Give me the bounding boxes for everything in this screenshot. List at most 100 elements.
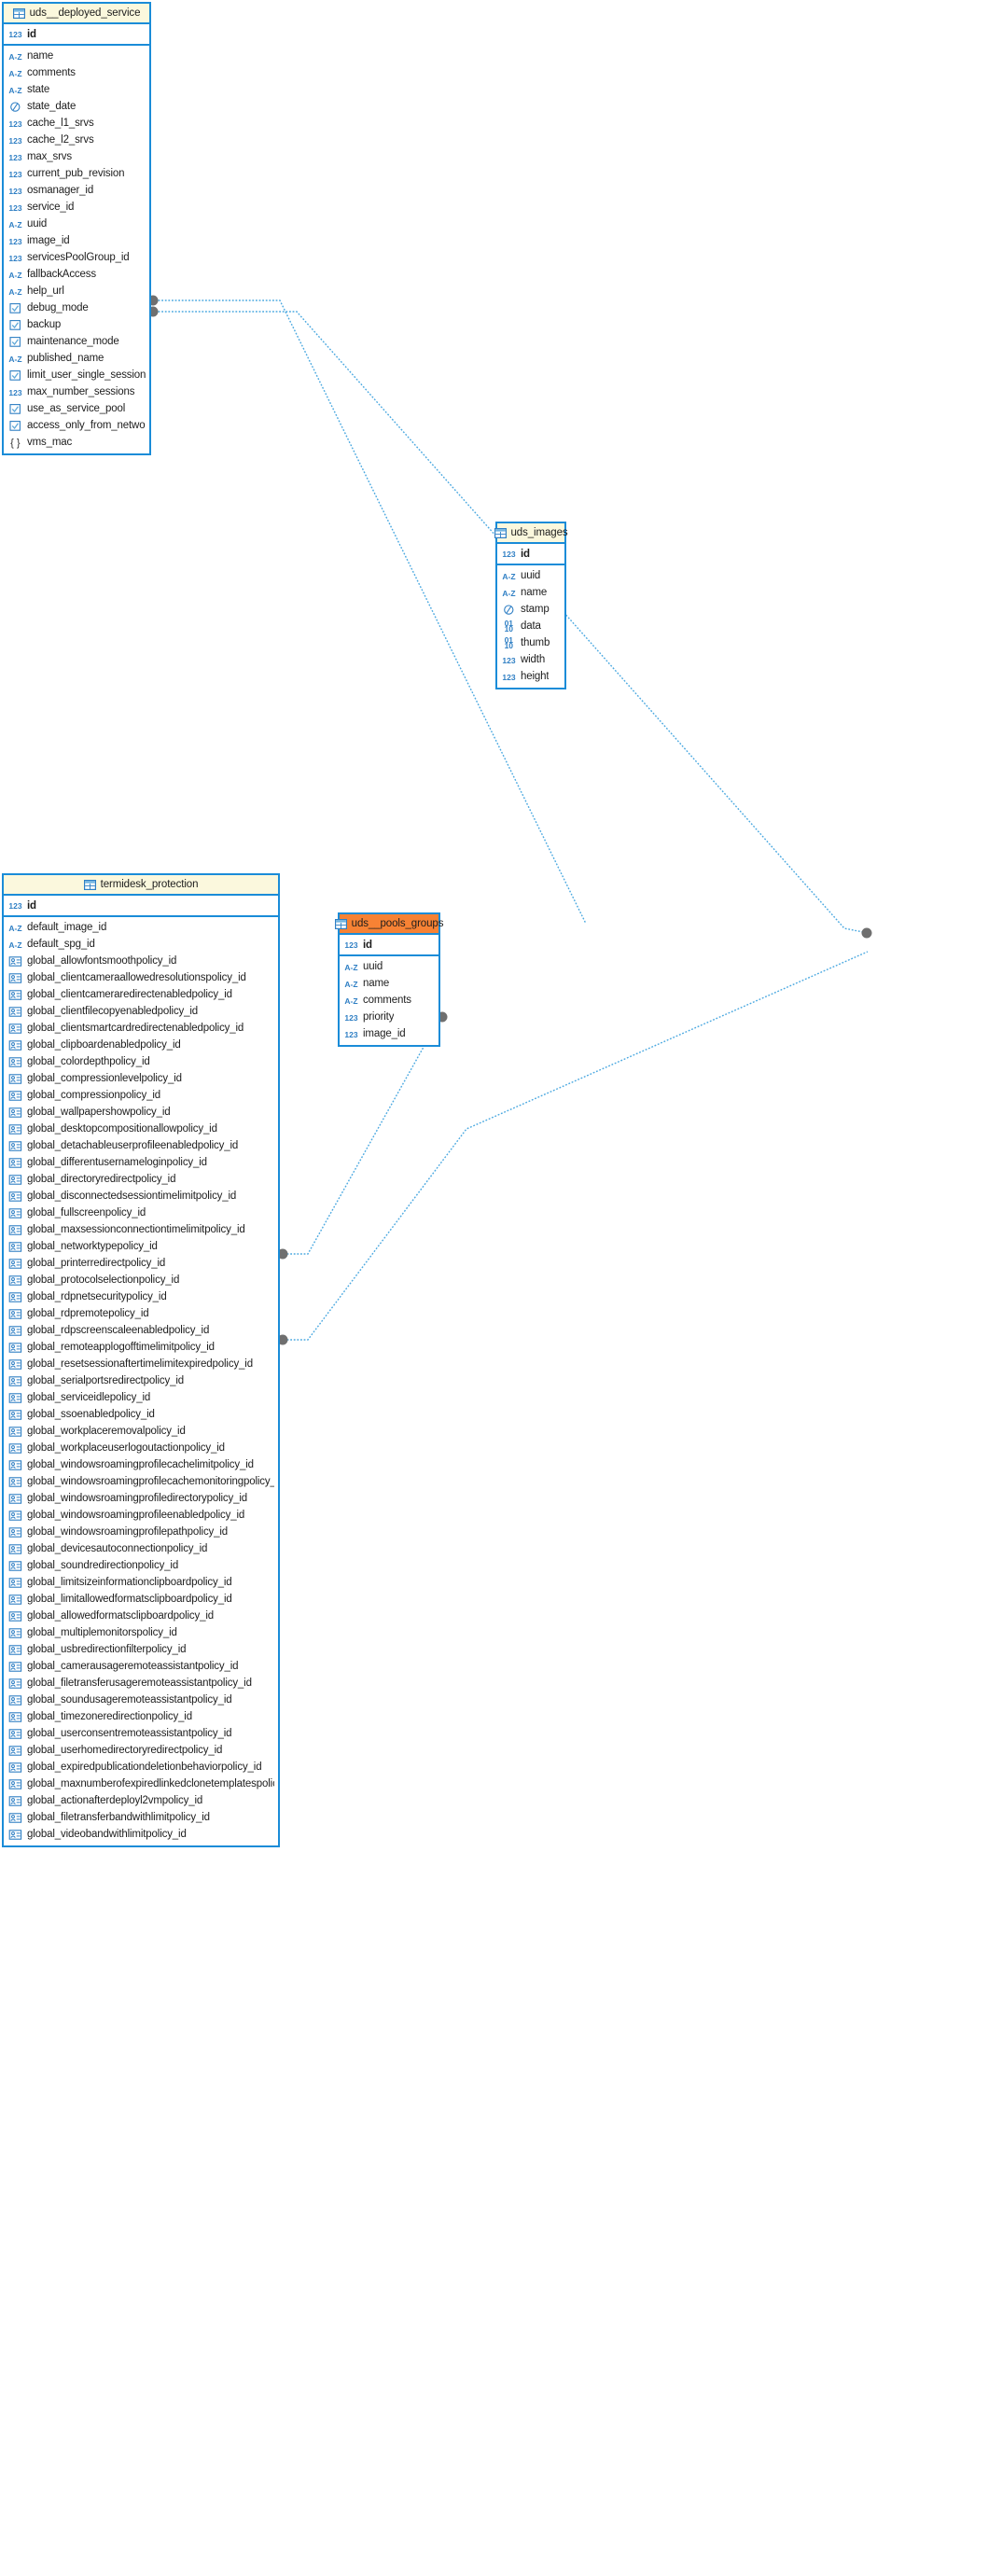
attribute-row[interactable]: global_remoteapplogofftimelimitpolicy_id [4,1339,278,1356]
attribute-row[interactable]: global_detachableuserprofileenabledpolic… [4,1137,278,1154]
attribute-row[interactable]: global_clientcameraredirectenabledpolicy… [4,986,278,1003]
entity-header[interactable]: uds_images [494,523,568,544]
attribute-row[interactable]: state_date [4,98,149,115]
attribute-row[interactable]: global_networktypepolicy_id [4,1238,278,1255]
attribute-row[interactable]: global_compressionpolicy_id [4,1087,278,1104]
attribute-row[interactable]: limit_user_single_session [4,367,149,383]
attribute-row[interactable]: debug_mode [4,299,149,316]
attribute-row[interactable]: global_printerredirectpolicy_id [4,1255,278,1272]
attribute-row[interactable]: global_multiplemonitorspolicy_id [4,1624,278,1641]
attribute-row[interactable]: global_timezoneredirectionpolicy_id [4,1708,278,1725]
entity-header[interactable]: termidesk_protection [4,875,278,896]
attribute-row[interactable]: global_filetransferbandwithlimitpolicy_i… [4,1809,278,1826]
attribute-row[interactable]: access_only_from_networks [4,417,149,434]
attribute-row[interactable]: maintenance_mode [4,333,149,350]
attribute-row[interactable]: global_allowedformatsclipboardpolicy_id [4,1608,278,1624]
attribute-row[interactable]: global_windowsroamingprofiledirectorypol… [4,1490,278,1507]
attribute-row[interactable]: global_videobandwithlimitpolicy_id [4,1826,278,1843]
attribute-row[interactable]: global_clientcameraallowedresolutionspol… [4,969,278,986]
attribute-row[interactable]: global_wallpapershowpolicy_id [4,1104,278,1121]
attribute-row[interactable]: global_usbredirectionfilterpolicy_id [4,1641,278,1658]
attribute-row[interactable]: global_limitsizeinformationclipboardpoli… [4,1574,278,1591]
attribute-row[interactable]: global_soundusageremoteassistantpolicy_i… [4,1692,278,1708]
attribute-row[interactable]: global_desktopcompositionallowpolicy_id [4,1121,278,1137]
attribute-row[interactable]: global_windowsroamingprofilecachemonitor… [4,1473,278,1490]
attribute-row[interactable]: global_userhomedirectoryredirectpolicy_i… [4,1742,278,1759]
attribute-row[interactable]: global_clientfilecopyenabledpolicy_id [4,1003,278,1020]
attribute-row[interactable]: global_ssoenabledpolicy_id [4,1406,278,1423]
attribute-row[interactable]: global_windowsroamingprofilepathpolicy_i… [4,1524,278,1540]
attribute-row[interactable]: global_clientsmartcardredirectenabledpol… [4,1020,278,1037]
attribute-row[interactable]: global_differentusernameloginpolicy_id [4,1154,278,1171]
attribute-row[interactable]: global_allowfontsmoothpolicy_id [4,953,278,969]
attribute-row[interactable]: global_rdpnetsecuritypolicy_id [4,1288,278,1305]
attribute-row[interactable]: global_workplaceremovalpolicy_id [4,1423,278,1440]
entity-header[interactable]: uds__deployed_service [4,4,149,24]
entity-header[interactable]: uds__pools_groups [334,914,443,935]
attribute-row[interactable]: global_windowsroamingprofileenabledpolic… [4,1507,278,1524]
attribute-row[interactable]: stamp [497,601,564,618]
attribute-row[interactable]: global_compressionlevelpolicy_id [4,1070,278,1087]
attribute-row[interactable]: use_as_service_pool [4,400,149,417]
attribute-row[interactable]: global_colordepthpolicy_id [4,1053,278,1070]
attribute-row[interactable]: global_windowsroamingprofilecachelimitpo… [4,1456,278,1473]
attribute-row[interactable]: global_rdpremotepolicy_id [4,1305,278,1322]
attribute-row[interactable]: global_actionafterdeployl2vmpolicy_id [4,1792,278,1809]
attribute-row[interactable]: global_rdpscreenscaleenabledpolicy_id [4,1322,278,1339]
attribute-row[interactable]: global_expiredpublicationdeletionbehavio… [4,1759,278,1775]
attribute-row[interactable]: global_workplaceuserlogoutactionpolicy_i… [4,1440,278,1456]
attribute-row[interactable]: backup [4,316,149,333]
attribute-row[interactable]: { }vms_mac [4,434,149,451]
attribute-row[interactable]: global_resetsessionaftertimelimitexpired… [4,1356,278,1372]
attribute-row[interactable]: global_serialportsredirectpolicy_id [4,1372,278,1389]
attribute-row[interactable]: global_maxsessionconnectiontimelimitpoli… [4,1221,278,1238]
attribute-row[interactable]: global_devicesautoconnectionpolicy_id [4,1540,278,1557]
attribute-row[interactable]: global_protocolselectionpolicy_id [4,1272,278,1288]
attribute-row[interactable]: global_maxnumberofexpiredlinkedclonetemp… [4,1775,278,1792]
attribute-row[interactable]: global_fullscreenpolicy_id [4,1204,278,1221]
attribute-row[interactable]: global_serviceidlepolicy_id [4,1389,278,1406]
attribute-row[interactable]: global_clipboardenabledpolicy_id [4,1037,278,1053]
attribute-row[interactable]: global_disconnectedsessiontimelimitpolic… [4,1188,278,1204]
attribute-row[interactable]: global_directoryredirectpolicy_id [4,1171,278,1188]
attribute-row[interactable]: global_filetransferusageremoteassistantp… [4,1675,278,1692]
attribute-row[interactable]: global_limitallowedformatsclipboardpolic… [4,1591,278,1608]
attribute-row[interactable]: global_userconsentremoteassistantpolicy_… [4,1725,278,1742]
attribute-row[interactable]: global_soundredirectionpolicy_id [4,1557,278,1574]
